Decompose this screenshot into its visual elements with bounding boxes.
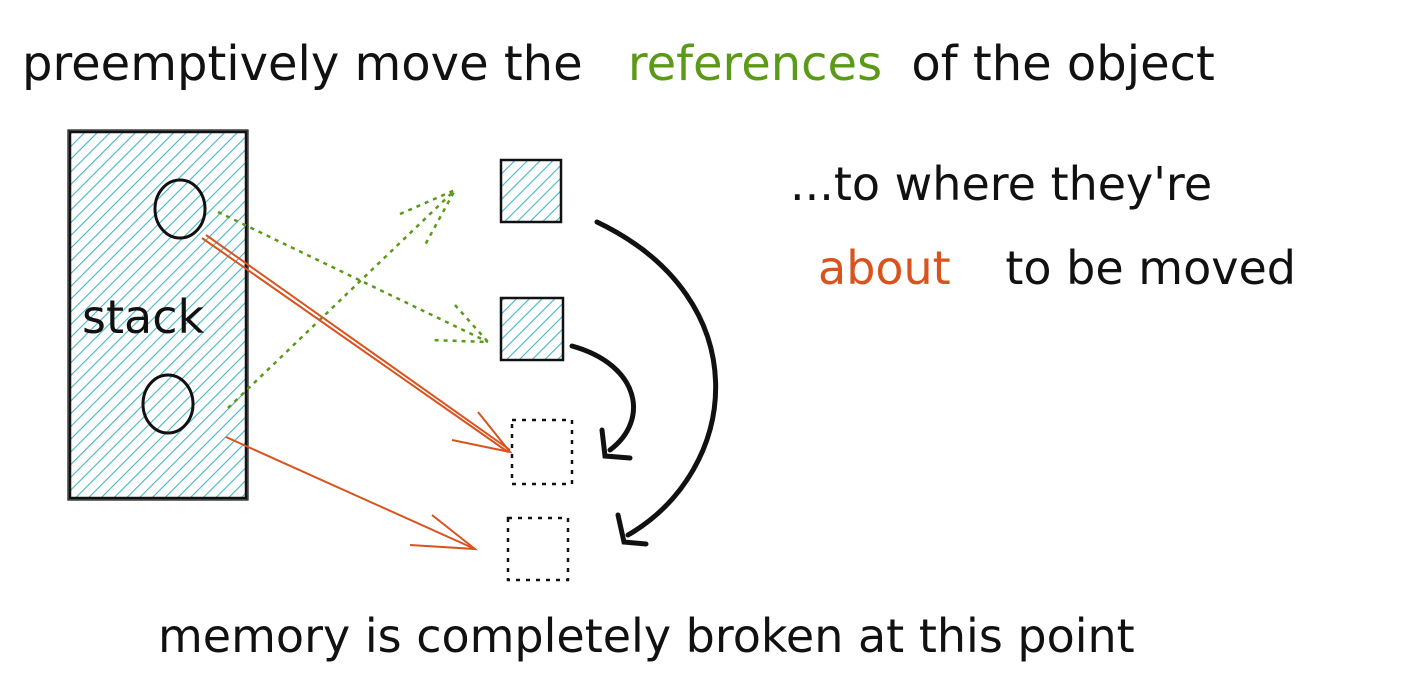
square-empty-1 (510, 418, 574, 486)
orange-arrowhead-bottom (409, 514, 479, 551)
title-suffix: of the object (911, 36, 1214, 92)
footer-text: memory is completely broken at this poin… (158, 609, 1135, 663)
note-highlight-about: about (818, 241, 951, 295)
square-empty-2 (506, 516, 570, 582)
square-filled-1 (499, 158, 563, 224)
black-arrow-square2-to-empty1 (569, 343, 636, 453)
green-arrow-bottom-to-square1 (227, 189, 456, 409)
orange-arrow-top-line-2 (205, 234, 511, 451)
black-move-arrows (569, 219, 719, 547)
green-reference-arrows (217, 187, 491, 409)
note-line-1: ...to where they're (790, 157, 1212, 211)
square-filled-2 (499, 296, 565, 362)
stack-block: stack (67, 129, 249, 501)
title-highlight-references: references (628, 36, 882, 92)
orange-arrowhead-top (451, 411, 513, 454)
title-line: preemptively move the references of the … (22, 36, 1215, 92)
orange-arrow-top-line (201, 237, 509, 453)
orange-arrow-bottom-line (225, 436, 476, 550)
note-line-2: about to be moved (818, 241, 1296, 295)
title-prefix: preemptively move the (22, 36, 583, 92)
black-arrowhead-empty2 (615, 512, 649, 547)
green-arrowhead-square1 (399, 187, 458, 246)
stack-slot-top (153, 178, 207, 240)
stack-label: stack (82, 290, 204, 344)
orange-arrows (201, 234, 513, 551)
stack-slot-bottom (141, 373, 195, 435)
black-arrow-square1-to-empty2 (594, 219, 719, 538)
note-line-2-suffix: to be moved (1005, 241, 1296, 295)
black-arrowhead-empty1 (599, 427, 633, 461)
